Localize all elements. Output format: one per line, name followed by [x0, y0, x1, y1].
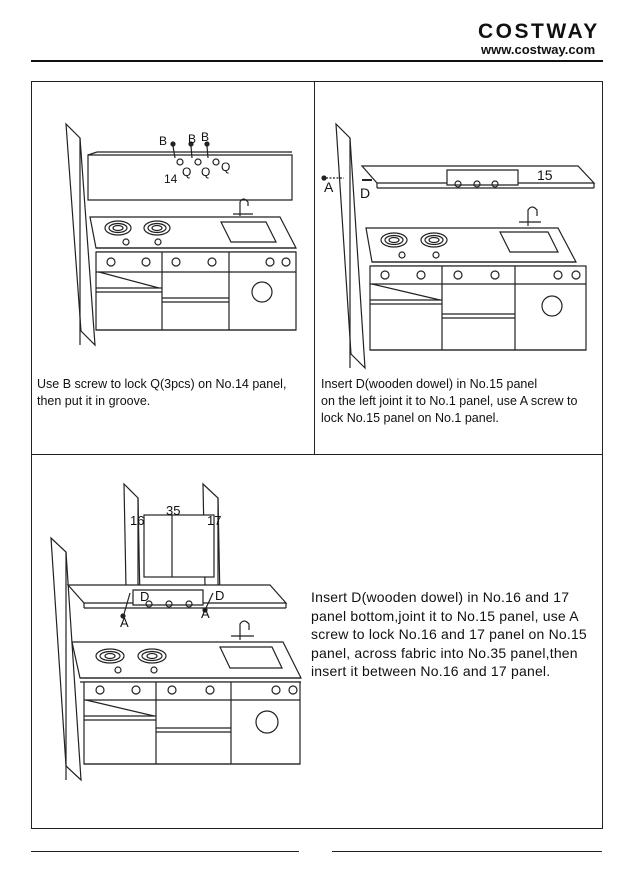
step1-label-q2: Q	[201, 165, 210, 179]
costway-logo: COSTWAY	[478, 20, 600, 43]
step2-label-d: D	[360, 185, 370, 201]
step2-instruction: Insert D(wooden dowel) in No.15 panel on…	[321, 377, 578, 425]
step3-label-d1: D	[140, 589, 149, 604]
step3-label-a1: A	[120, 615, 129, 630]
step3-label-35: 35	[166, 503, 180, 518]
footer-rule-left	[31, 851, 299, 852]
step3-label-d2: D	[215, 588, 224, 603]
step1-instruction: Use B screw to lock Q(3pcs) on No.14 pan…	[37, 377, 287, 408]
horizontal-divider	[32, 454, 602, 455]
step3-instruction: Insert D(wooden dowel) in No.16 and 17 p…	[311, 589, 587, 679]
step1-label-b3: B	[201, 130, 209, 144]
step1-label-q3: Q	[221, 160, 230, 174]
step1-label-q1: Q	[182, 165, 191, 179]
step2-label-a: A	[324, 179, 334, 195]
footer-rule-right	[332, 851, 602, 852]
header-rule	[31, 60, 603, 62]
instruction-frame	[31, 81, 603, 829]
step3-label-17: 17	[207, 513, 221, 528]
step1-label-panel: 14	[164, 172, 178, 186]
vertical-divider	[314, 82, 315, 454]
step3-label-a2: A	[201, 606, 210, 621]
step2-label-panel: 15	[537, 167, 553, 183]
website-url: www.costway.com	[481, 42, 596, 57]
step1-label-b1: B	[159, 134, 167, 148]
step1-label-b2: B	[188, 132, 196, 146]
step3-label-16: 16	[130, 513, 144, 528]
